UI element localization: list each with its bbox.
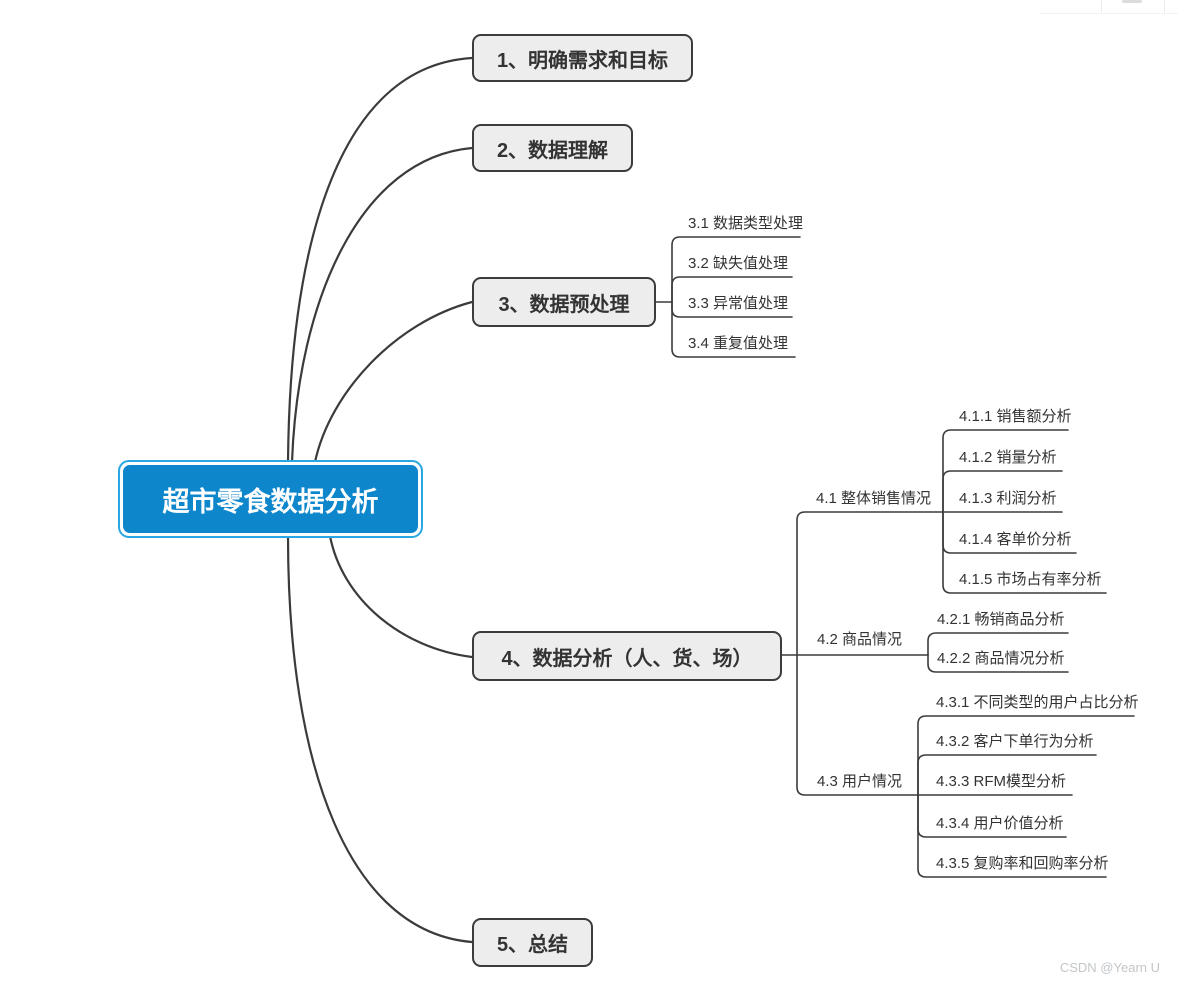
line-4-3-1 — [917, 715, 1135, 796]
branch-line-1 — [286, 56, 474, 464]
line-4-2-1 — [927, 632, 1069, 656]
main-topic-3[interactable]: 3、数据预处理 — [472, 277, 656, 327]
subtopic-4-3-2[interactable]: 4.3.2 客户下单行为分析 — [936, 733, 1094, 750]
subtopic-4-1-2[interactable]: 4.1.2 销量分析 — [959, 449, 1057, 466]
tab-bar-artifact-left-divider — [1101, 0, 1102, 13]
branch-line-3 — [313, 300, 474, 464]
line-4-1-2 — [942, 470, 1063, 513]
branch-line-4 — [328, 534, 474, 659]
main-topic-1[interactable]: 1、明确需求和目标 — [472, 34, 693, 82]
central-topic-highlight: 超市零食数据分析 — [118, 460, 423, 538]
tab-bar-artifact-baseline — [1040, 13, 1178, 14]
subtopic-4-3-5[interactable]: 4.3.5 复购率和回购率分析 — [936, 855, 1109, 872]
line-3-2 — [671, 276, 793, 303]
line-4-3 — [796, 654, 919, 796]
subtopic-3-4[interactable]: 3.4 重复值处理 — [688, 335, 789, 352]
tab-bar-artifact-handle — [1122, 0, 1142, 3]
subtopic-4-3-1[interactable]: 4.3.1 不同类型的用户占比分析 — [936, 694, 1139, 711]
main-topic-2[interactable]: 2、数据理解 — [472, 124, 633, 172]
watermark: CSDN @Yearn U — [1059, 960, 1160, 975]
line-4-3-2 — [917, 754, 1097, 796]
subtopic-4-1[interactable]: 4.1 整体销售情况 — [816, 490, 932, 507]
line-4-3-5 — [917, 794, 1107, 878]
subtopic-4-1-1[interactable]: 4.1.1 销售额分析 — [959, 408, 1072, 425]
branch-line-2 — [290, 146, 474, 464]
subtopic-4-2-2[interactable]: 4.2.2 商品情况分析 — [937, 650, 1065, 667]
central-topic-node[interactable]: 超市零食数据分析 — [123, 465, 418, 533]
subtopic-4-3[interactable]: 4.3 用户情况 — [817, 773, 903, 790]
subtopic-4-2-1[interactable]: 4.2.1 畅销商品分析 — [937, 611, 1065, 628]
subtopic-3-1[interactable]: 3.1 数据类型处理 — [688, 215, 804, 232]
line-3-1 — [671, 236, 801, 303]
subtopic-4-3-3[interactable]: 4.3.3 RFM模型分析 — [936, 773, 1067, 790]
line-4-1 — [796, 511, 944, 656]
subtopic-4-2[interactable]: 4.2 商品情况 — [817, 631, 903, 648]
branch-line-5 — [286, 534, 474, 944]
line-4-1-5 — [942, 511, 1107, 594]
main-topic-5[interactable]: 5、总结 — [472, 918, 593, 967]
line-4-2-2 — [927, 654, 1069, 673]
line-3-4 — [671, 301, 796, 358]
tab-bar-artifact-right-divider — [1164, 0, 1165, 13]
subtopic-4-3-4[interactable]: 4.3.4 用户价值分析 — [936, 815, 1064, 832]
subtopic-3-2[interactable]: 3.2 缺失值处理 — [688, 255, 789, 272]
line-4-1-1 — [942, 429, 1069, 513]
subtopic-4-1-4[interactable]: 4.1.4 客单价分析 — [959, 531, 1072, 548]
main-topic-4[interactable]: 4、数据分析（人、货、场） — [472, 631, 782, 681]
subtopic-4-1-3[interactable]: 4.1.3 利润分析 — [959, 490, 1057, 507]
subtopic-4-1-5[interactable]: 4.1.5 市场占有率分析 — [959, 571, 1102, 588]
subtopic-3-3[interactable]: 3.3 异常值处理 — [688, 295, 789, 312]
